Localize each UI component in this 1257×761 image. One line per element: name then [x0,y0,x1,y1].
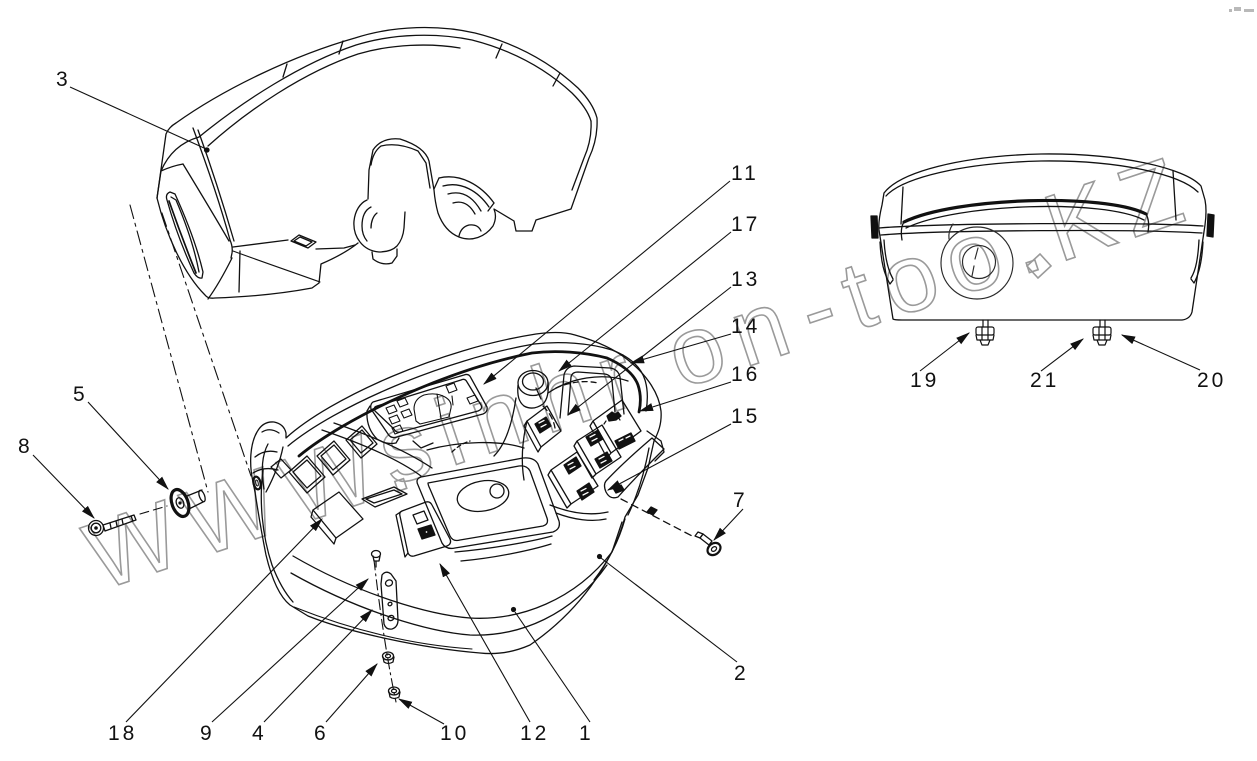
svg-text:3: 3 [56,68,71,91]
svg-text:10: 10 [440,722,469,745]
svg-text:15: 15 [731,405,760,428]
svg-text:2: 2 [734,662,749,685]
svg-text:17: 17 [731,213,760,236]
svg-text:13: 13 [731,268,760,291]
svg-text:12: 12 [520,722,549,745]
svg-text:sinhr: sinhr [365,317,660,506]
svg-text:14: 14 [731,315,760,338]
svg-text:7: 7 [733,489,748,512]
svg-text:21: 21 [1030,369,1059,392]
svg-text:16: 16 [731,363,760,386]
svg-text:9: 9 [200,722,215,745]
svg-text:4: 4 [252,722,267,745]
svg-text:5: 5 [73,383,88,406]
svg-text:8: 8 [18,435,33,458]
svg-text:20: 20 [1197,369,1226,392]
svg-text:1: 1 [579,722,594,745]
svg-text:18: 18 [108,722,137,745]
svg-text:11: 11 [731,162,759,185]
svg-text:19: 19 [910,369,939,392]
svg-text:-too.KZ: -too.KZ [786,134,1208,365]
svg-text:6: 6 [314,722,329,745]
